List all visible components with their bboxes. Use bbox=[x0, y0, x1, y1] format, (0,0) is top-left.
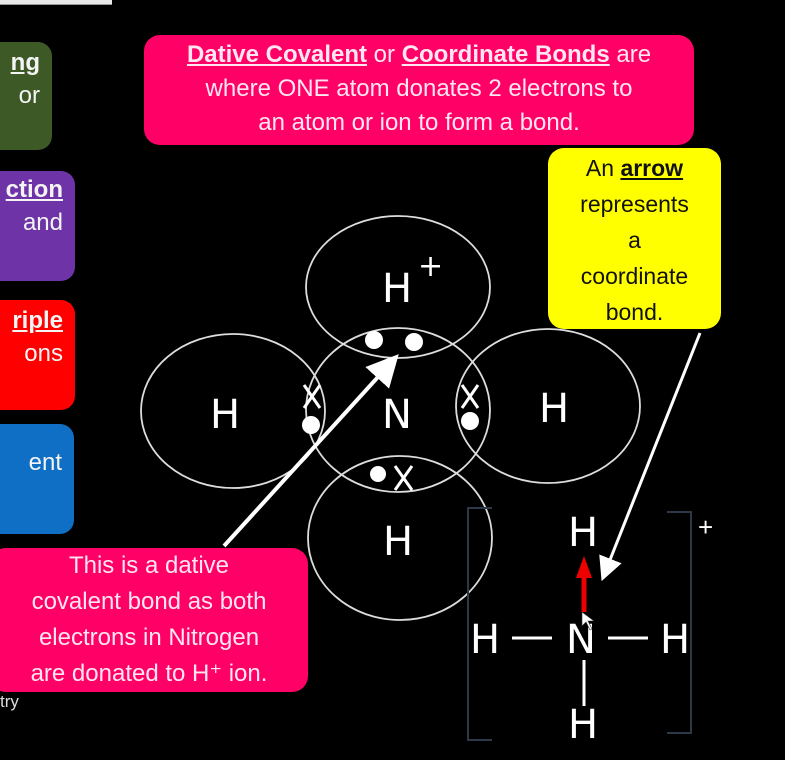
dative-note-line-2: covalent bond as both bbox=[31, 588, 267, 615]
dative-note-box: This is a dative covalent bond as both e… bbox=[0, 548, 308, 692]
side-box-red: riple ons bbox=[0, 300, 75, 410]
formula-bottom-h: H bbox=[568, 702, 598, 748]
shell-bottom-h bbox=[307, 455, 493, 621]
formula-n: N bbox=[566, 617, 596, 663]
atom-left-h: H bbox=[210, 392, 240, 438]
atom-n: N bbox=[382, 392, 412, 438]
dative-note-line-3: electrons in Nitrogen bbox=[38, 624, 260, 651]
footer-text: try bbox=[0, 692, 19, 711]
tail-text: are bbox=[609, 41, 652, 68]
dative-note-line-1: This is a dative bbox=[68, 552, 230, 579]
coordinate-bond-arrow bbox=[576, 556, 592, 612]
ion-brackets bbox=[467, 507, 692, 741]
side-box-blue: ent bbox=[0, 424, 74, 534]
window-top-edge bbox=[0, 0, 112, 5]
atom-right-h: H bbox=[539, 386, 569, 432]
side-box-purple: ction and bbox=[0, 171, 75, 281]
arrow-note-line-1: An arrow bbox=[548, 150, 721, 186]
atom-top-h: H bbox=[382, 266, 412, 312]
side-box-green: ng or bbox=[0, 42, 52, 150]
shell-right-h bbox=[455, 328, 641, 484]
side-box-title: riple bbox=[12, 307, 63, 334]
arrow-keyword: arrow bbox=[620, 155, 684, 181]
connector-text: or bbox=[367, 41, 402, 68]
mouse-cursor-icon bbox=[581, 611, 595, 631]
formula-top-h: H bbox=[568, 510, 598, 556]
atom-shells bbox=[140, 215, 641, 621]
arrow-note-line-2: represents bbox=[580, 191, 689, 217]
side-box-text: and bbox=[22, 209, 63, 236]
formula-right-h: H bbox=[660, 617, 690, 663]
top-h-charge: + bbox=[418, 249, 443, 284]
arrow-note-prefix: An bbox=[585, 155, 621, 181]
electron-dots bbox=[302, 331, 479, 482]
arrow-note-line-4: coordinate bbox=[580, 263, 689, 289]
pointer-arrow-dative bbox=[222, 354, 399, 548]
term-coordinate-bonds: Coordinate Bonds bbox=[401, 41, 610, 68]
arrow-note-line-5: bond. bbox=[605, 299, 664, 325]
shell-left-h bbox=[140, 333, 326, 489]
side-box-title: ng bbox=[10, 49, 40, 76]
electron-crosses bbox=[302, 384, 480, 491]
definition-box: Dative Covalent or Coordinate Bonds are … bbox=[144, 35, 694, 145]
arrow-note-box: An arrow represents a coordinate bond. bbox=[548, 148, 721, 329]
term-dative-covalent: Dative Covalent bbox=[186, 41, 367, 68]
side-box-text: or bbox=[18, 82, 40, 109]
formula-left-h: H bbox=[470, 617, 500, 663]
formula-bonds bbox=[512, 636, 648, 706]
definition-line-2: where ONE atom donates 2 electrons to bbox=[205, 75, 633, 102]
ion-charge: + bbox=[698, 512, 713, 542]
shell-n bbox=[305, 327, 491, 493]
arrow-note-line-3: a bbox=[628, 227, 641, 253]
side-box-text: ons bbox=[24, 340, 63, 367]
dative-note-line-4: are donated to H⁺ ion. bbox=[30, 660, 268, 687]
pointer-arrow-coordinate bbox=[599, 332, 702, 582]
definition-line-1: Dative Covalent or Coordinate Bonds are bbox=[144, 38, 694, 72]
atom-bottom-h: H bbox=[383, 519, 413, 565]
side-box-text: ent bbox=[28, 449, 62, 476]
side-box-title: ction bbox=[5, 176, 63, 203]
definition-line-3: an atom or ion to form a bond. bbox=[258, 109, 580, 136]
